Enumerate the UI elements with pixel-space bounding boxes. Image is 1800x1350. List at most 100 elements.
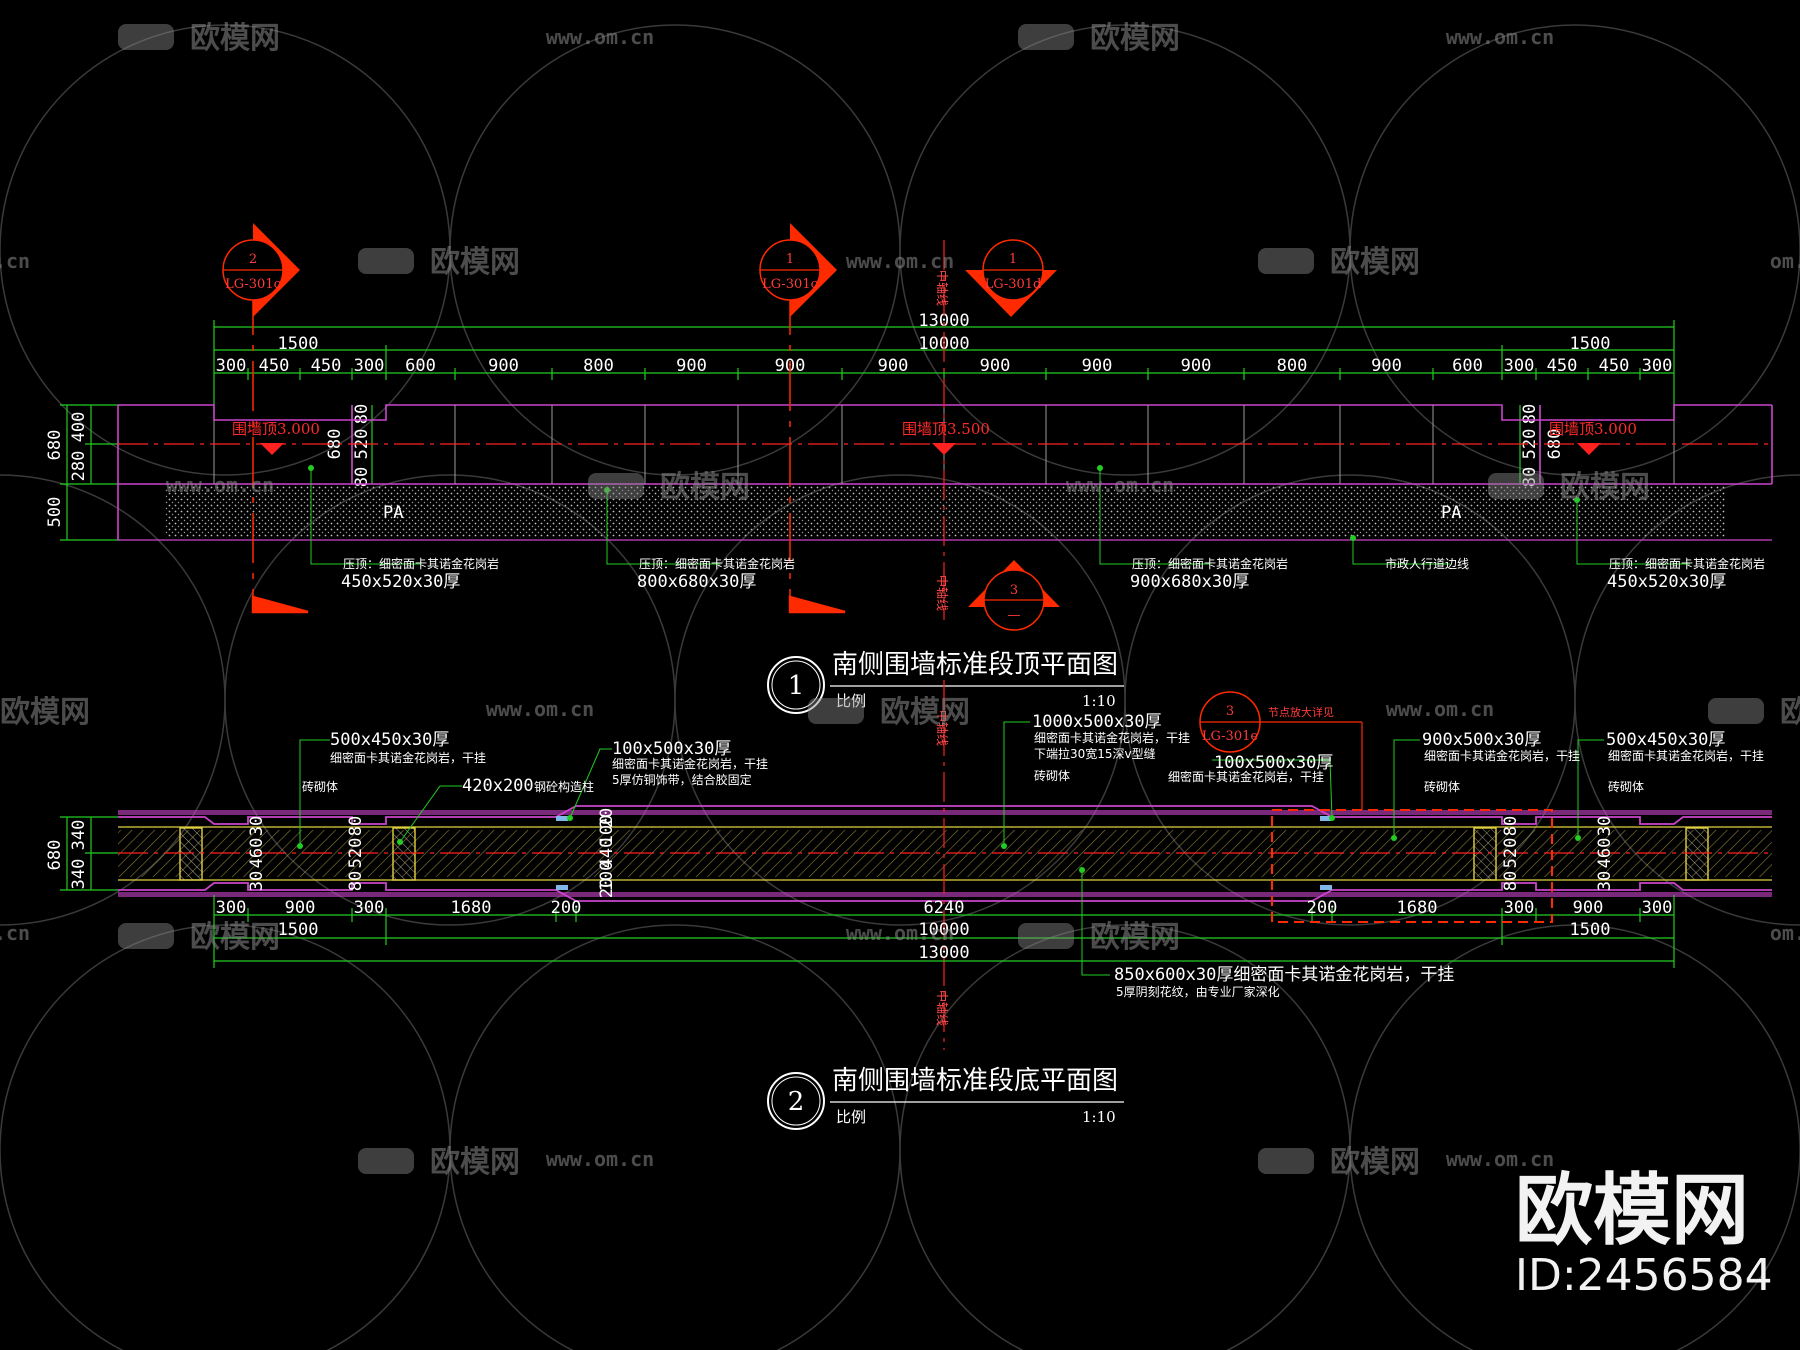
plan1-left-dim-280: 280	[69, 451, 89, 482]
plan1-leader-dots	[308, 465, 1580, 541]
watermark-brand-text: 欧模网	[1780, 695, 1800, 730]
plan1-dim-side-right: 1500	[1570, 334, 1611, 354]
plan1-left-dim-500: 500	[45, 497, 65, 528]
plan2-note1-l3: 砖砌体	[302, 779, 338, 794]
plan2-vdim-b-right: 520	[1501, 838, 1521, 869]
watermark-brand-text: 欧模网	[1330, 245, 1420, 280]
plan2-note4-l1: 1000x500x30厚	[1032, 712, 1162, 732]
plan1-seg-dim: 900	[676, 356, 707, 376]
plan2-seg-dim: 200	[1307, 898, 1338, 918]
plan2-note8-l2: 5厚阴刻花纹，由专业厂家深化	[1116, 984, 1280, 999]
plan1-note1-l2: 450x520x30厚	[341, 572, 460, 592]
plan1-inner-dim-r-80b: 80	[1520, 467, 1540, 487]
watermark-url: om.cn	[0, 921, 30, 945]
plan2-seg-dim: 1680	[451, 898, 492, 918]
plan2-seg-dim: 6240	[924, 898, 965, 918]
plan2-detail-callout: 3 LG-301e 节点放大详见	[1199, 691, 1553, 923]
plan1-title: 南侧围墙标准段顶平面图	[832, 650, 1118, 680]
sofa-logo-icon: 欧模网	[0, 695, 90, 730]
plan1-axis-label-top: 中轴线	[935, 270, 950, 306]
plan2-note3-l3: 5厚仿铜饰带，结合胶固定	[612, 772, 752, 787]
big-brand-watermark: 欧模网	[1515, 1166, 1749, 1256]
watermark-brand-text: 欧模网	[430, 1145, 520, 1180]
plan1-level-mid: 围墙顶3.500	[902, 420, 990, 438]
plan1-seg-dim: 900	[1082, 356, 1113, 376]
plan1-seg-dim: 300	[354, 356, 385, 376]
plan1-section-tag-2: 1 LG-301c	[759, 223, 837, 317]
plan1-pa-right: PA	[1441, 503, 1461, 523]
plan2-dim-mid: 10000	[918, 920, 969, 940]
plan1-level-left: 围墙顶3.000	[232, 420, 320, 438]
plan2-scale-label: 比例	[836, 1108, 866, 1126]
plan1-section-tag-1: 2 LG-301c	[222, 223, 300, 317]
plan1-note5-l2: 450x520x30厚	[1607, 572, 1726, 592]
plan2-vdim-a-right: 30	[1595, 871, 1615, 891]
plan1-seg-dim: 450	[311, 356, 342, 376]
sofa-logo-icon: 欧模网	[1018, 21, 1180, 56]
watermark-url: om.cn	[1770, 249, 1800, 273]
plan1-seg-dim: 600	[405, 356, 436, 376]
plan1-seg-dim: 450	[1547, 356, 1578, 376]
plan1-section-tag-3: 1 LG-301d	[965, 239, 1057, 317]
sofa-logo-icon: 欧模网	[1708, 695, 1800, 730]
plan1-left-dim-400: 400	[69, 412, 89, 443]
plan2-note1-l1: 500x450x30厚	[330, 730, 449, 750]
plan1-level-right: 围墙顶3.000	[1549, 420, 1637, 438]
plan1-dim-side-left: 1500	[278, 334, 319, 354]
plan2-detail-ref: LG-301e	[1202, 729, 1258, 744]
plan1-notes: 压顶：细密面卡其诺金花岗岩 450x520x30厚 压顶：细密面卡其诺金花岗岩 …	[341, 556, 1765, 592]
plan2-left-dim-680: 680	[45, 840, 65, 871]
plan2-vdim-c: 440	[597, 838, 617, 869]
plan2-note5-l2: 细密面卡其诺金花岗岩，干挂	[1168, 769, 1324, 784]
plan2-title: 南侧围墙标准段底平面图	[832, 1066, 1118, 1096]
plan2-notes: 500x450x30厚 细密面卡其诺金花岗岩，干挂 砖砌体 420x200 钢砼…	[302, 712, 1764, 999]
plan2-bronze-strips	[556, 816, 1332, 890]
watermark-brand-text: 欧模网	[0, 695, 90, 730]
plan1-seg-dim: 600	[1452, 356, 1483, 376]
plan2-detail-label: 节点放大详见	[1268, 705, 1334, 719]
plan2-dim-side-left: 1500	[278, 920, 319, 940]
plan1-tag2-ref: LG-301c	[762, 277, 818, 292]
plan2-axis-label-bottom: 中轴线	[935, 990, 950, 1026]
watermark-url: om.cn	[0, 249, 30, 273]
watermark-url: om.cn	[1770, 921, 1800, 945]
plan2-vdim-c: 20	[597, 878, 617, 898]
watermark-brand-text: 欧模网	[1330, 1145, 1420, 1180]
plan2-axis-label-top: 中轴线	[935, 710, 950, 746]
plan2-vdim-b-left: 80	[346, 871, 366, 891]
plan1-tag3-ref: LG-301d	[985, 277, 1042, 292]
plan1-inner-dim-r-520: 520	[1520, 429, 1540, 460]
plan1-pa-left: PA	[383, 503, 403, 523]
watermark-circles	[0, 24, 1800, 1350]
plan2-left-dim-340b: 340	[69, 859, 89, 890]
plan1-seg-dim: 900	[1371, 356, 1402, 376]
plan1-scale-label: 比例	[836, 692, 866, 710]
plan2-detail-num: 3	[1226, 704, 1234, 719]
plan2-leader-dots	[297, 815, 1581, 873]
plan1-seg-dim: 300	[216, 356, 247, 376]
plan2-seg-dim: 300	[216, 898, 247, 918]
watermark-brand-text: 欧模网	[190, 21, 280, 56]
plan2-number: 2	[788, 1087, 805, 1117]
plan2-seg-dim: 300	[1642, 898, 1673, 918]
plan2-seg-dim: 300	[1504, 898, 1535, 918]
plan-2: 中轴线 中轴线 300 900 300 1680 200 6240 2	[45, 680, 1772, 1130]
plan2-scale-value: 1:10	[1082, 1108, 1116, 1126]
plan2-note3-l1: 100x500x30厚	[612, 739, 731, 759]
plan2-leaders	[299, 721, 1604, 976]
watermark-brand-text: 欧模网	[1090, 21, 1180, 56]
plan1-seg-dim: 450	[259, 356, 290, 376]
plan2-seg-dim: 200	[551, 898, 582, 918]
sofa-logo-icon: 欧模网	[1258, 1145, 1420, 1180]
plan2-seg-dim: 900	[285, 898, 316, 918]
plan2-seg-dim: 300	[354, 898, 385, 918]
plan1-section-cuts	[251, 285, 846, 614]
sofa-logo-icon: 欧模网	[358, 1145, 520, 1180]
watermark-url: www.om.cn	[846, 921, 954, 945]
plan2-dim-side-right: 1500	[1570, 920, 1611, 940]
watermarks: 欧模网欧模网欧模网欧模网欧模网欧模网欧模网欧模网欧模网欧模网欧模网欧模网欧模网w…	[0, 21, 1800, 1180]
plan1-inner-dim-r-80a: 80	[1520, 404, 1540, 424]
